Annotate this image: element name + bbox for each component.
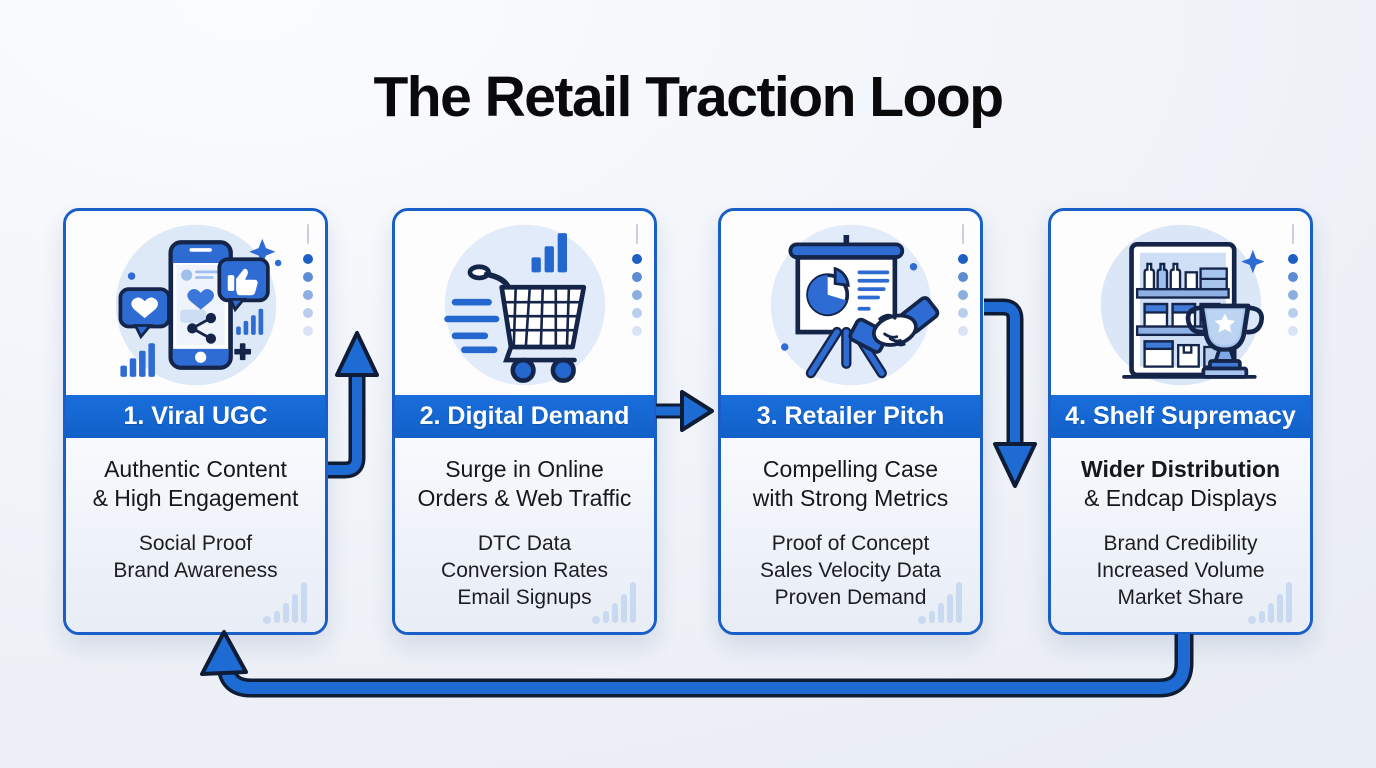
step-header-viral-ugc: 1. Viral UGC bbox=[66, 395, 325, 438]
decorative-dot-column bbox=[632, 224, 642, 336]
step-header-digital-demand: 2. Digital Demand bbox=[395, 395, 654, 438]
social-phone-icon bbox=[115, 224, 281, 386]
decorative-dot-column bbox=[958, 224, 968, 336]
bar-chart-watermark-icon bbox=[592, 582, 636, 624]
pitch-presentation-handshake-icon bbox=[770, 224, 939, 386]
text-lines-glyph bbox=[857, 270, 889, 311]
handshake-glyph bbox=[847, 296, 939, 354]
secondary-benefit-text: Brand Credibility Increased Volume Marke… bbox=[1096, 532, 1265, 609]
card-body: Compelling Case with Strong Metrics Proo… bbox=[721, 438, 980, 632]
secondary-benefit-text: Proof of Concept Sales Velocity Data Pro… bbox=[760, 532, 941, 609]
shopping-cart-icon bbox=[443, 224, 605, 386]
decorative-dot-column bbox=[1288, 224, 1298, 336]
arrow-step2-to-step3 bbox=[656, 390, 714, 432]
step-card-retailer-pitch: 3. Retailer Pitch Compelling Case with S… bbox=[718, 208, 983, 635]
step-header-retailer-pitch: 3. Retailer Pitch bbox=[721, 395, 980, 438]
arrow-step3-to-step4 bbox=[984, 298, 1037, 488]
primary-benefit-text: Compelling Case with Strong Metrics bbox=[752, 456, 949, 511]
step-header-shelf-supremacy: 4. Shelf Supremacy bbox=[1051, 395, 1310, 438]
thumbs-up-bubble-icon bbox=[216, 257, 270, 313]
bar-chart-glyph bbox=[119, 343, 155, 377]
arrow-step4-to-step1 bbox=[200, 630, 1194, 698]
page-title: The Retail Traction Loop bbox=[373, 65, 1004, 129]
card-body: Wider Distribution & Endcap Displays Bra… bbox=[1051, 438, 1310, 632]
card-icon-zone bbox=[1051, 211, 1310, 395]
arrow-step1-to-step2 bbox=[328, 331, 379, 479]
decorative-dot-column bbox=[303, 224, 313, 336]
card-icon-zone bbox=[721, 211, 980, 395]
rising-bars-glyph bbox=[531, 233, 567, 273]
card-icon-zone bbox=[66, 211, 325, 395]
bar-chart-watermark-icon bbox=[918, 582, 962, 624]
bar-chart-watermark-icon bbox=[1248, 582, 1292, 624]
primary-benefit-text: Authentic Content & High Engagement bbox=[92, 456, 299, 511]
primary-benefit-text: Wider Distribution & Endcap Displays bbox=[1080, 456, 1281, 511]
heart-bubble-icon bbox=[118, 287, 171, 340]
step-card-shelf-supremacy: 4. Shelf Supremacy Wider Distribution & … bbox=[1048, 208, 1313, 635]
trophy-glyph bbox=[1185, 303, 1264, 379]
step-card-digital-demand: 2. Digital Demand Surge in Online Orders… bbox=[392, 208, 657, 635]
card-body: Authentic Content & High Engagement Soci… bbox=[66, 438, 325, 632]
secondary-benefit-text: Social Proof Brand Awareness bbox=[113, 532, 278, 582]
bar-chart-watermark-icon bbox=[263, 582, 307, 624]
speed-lines-glyph bbox=[443, 298, 499, 354]
secondary-benefit-text: DTC Data Conversion Rates Email Signups bbox=[441, 532, 608, 609]
card-body: Surge in Online Orders & Web Traffic DTC… bbox=[395, 438, 654, 632]
step-card-viral-ugc: 1. Viral UGC Authentic Content & High En… bbox=[63, 208, 328, 635]
shelf-trophy-icon bbox=[1100, 224, 1265, 386]
primary-benefit-text: Surge in Online Orders & Web Traffic bbox=[417, 456, 632, 511]
pie-chart-glyph bbox=[805, 266, 850, 317]
card-icon-zone bbox=[395, 211, 654, 395]
